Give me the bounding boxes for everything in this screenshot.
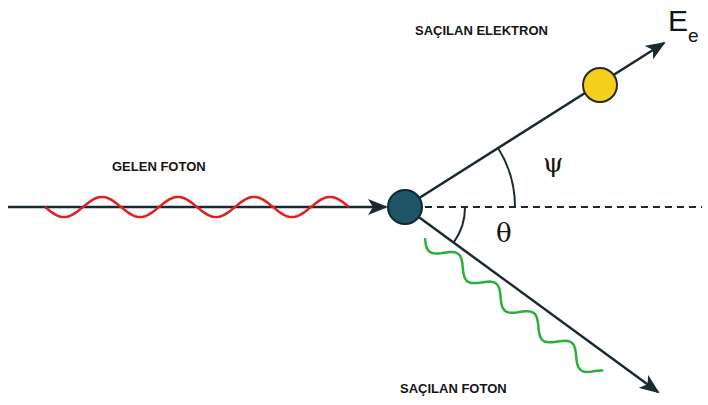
psi-arc: [498, 148, 515, 207]
photon-label: GELEN FOTON: [112, 160, 206, 173]
scattered-wave: [425, 238, 603, 372]
incident-wave: [45, 197, 349, 217]
particle-label: SAÇILAN ELEKTRON: [415, 24, 548, 37]
angle-label: ψ: [543, 150, 563, 176]
energy-subscript: e: [688, 26, 699, 45]
scattered-electron: [583, 68, 617, 102]
photon-path: [405, 207, 658, 392]
angle-label: θ: [496, 220, 512, 246]
energy-symbol: E: [668, 6, 688, 36]
target-electron: [388, 190, 422, 224]
photon-label: SAÇILAN FOTON: [400, 382, 507, 395]
dashed-axis: [425, 206, 702, 208]
theta-arc: [454, 207, 465, 242]
electron-path: [405, 43, 664, 207]
